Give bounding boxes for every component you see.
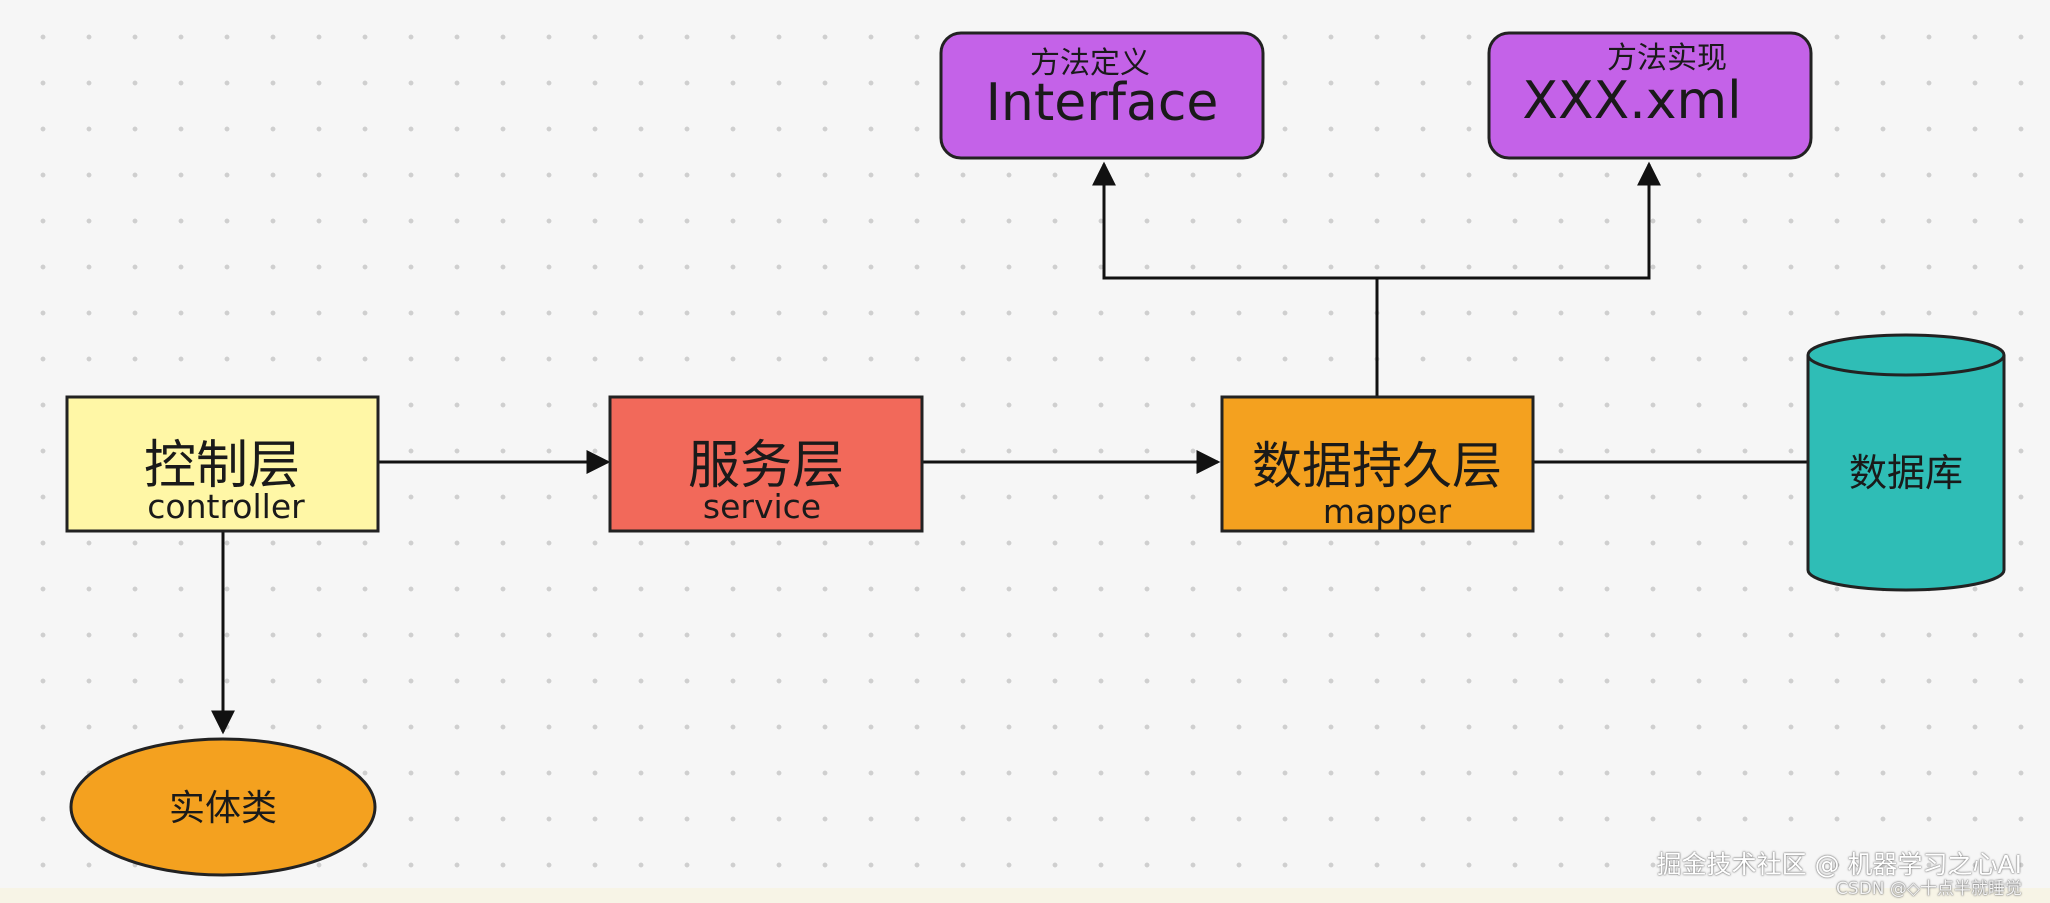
xml-caption: 方法实现	[1607, 41, 1727, 76]
bottom-strip	[0, 888, 2050, 903]
mapper-box	[1220, 395, 1535, 533]
service-node[interactable]: 服务层 service	[608, 395, 924, 533]
interface-title: Interface	[986, 73, 1219, 133]
database-body	[1806, 355, 2006, 592]
mapper-subtitle: mapper	[1323, 492, 1452, 531]
controller-node[interactable]: 控制层 controller	[65, 395, 380, 533]
watermark-secondary: CSDN @◇十点半就睡觉	[1836, 879, 2022, 899]
controller-subtitle: controller	[147, 487, 305, 526]
mapper-to-interface-arrow	[1092, 161, 1379, 396]
interface-caption: 方法定义	[1030, 46, 1150, 81]
entity-title: 实体类	[169, 788, 277, 829]
controller-box	[65, 395, 380, 533]
service-box	[608, 395, 924, 533]
database-node[interactable]: 数据库	[1806, 333, 2006, 592]
mapper-to-xml-arrow	[1377, 161, 1661, 280]
xml-title: XXX.xml	[1522, 71, 1741, 131]
controller-title: 控制层	[144, 436, 300, 496]
watermark-primary: 掘金技术社区 @ 机器学习之心AI	[1656, 850, 2022, 879]
xml-box	[1487, 31, 1813, 160]
service-subtitle: service	[703, 487, 821, 526]
database-top	[1806, 333, 2006, 377]
entity-ellipse	[69, 737, 377, 877]
xml-node[interactable]: 方法实现 XXX.xml	[1487, 31, 1813, 160]
entity-node[interactable]: 实体类	[69, 737, 377, 877]
mapper-title: 数据持久层	[1252, 437, 1502, 495]
interface-node[interactable]: 方法定义 Interface	[939, 31, 1265, 160]
interface-box	[939, 31, 1265, 160]
database-title: 数据库	[1849, 451, 1963, 495]
service-title: 服务层	[688, 436, 844, 496]
mapper-node[interactable]: 数据持久层 mapper	[1220, 395, 1535, 533]
